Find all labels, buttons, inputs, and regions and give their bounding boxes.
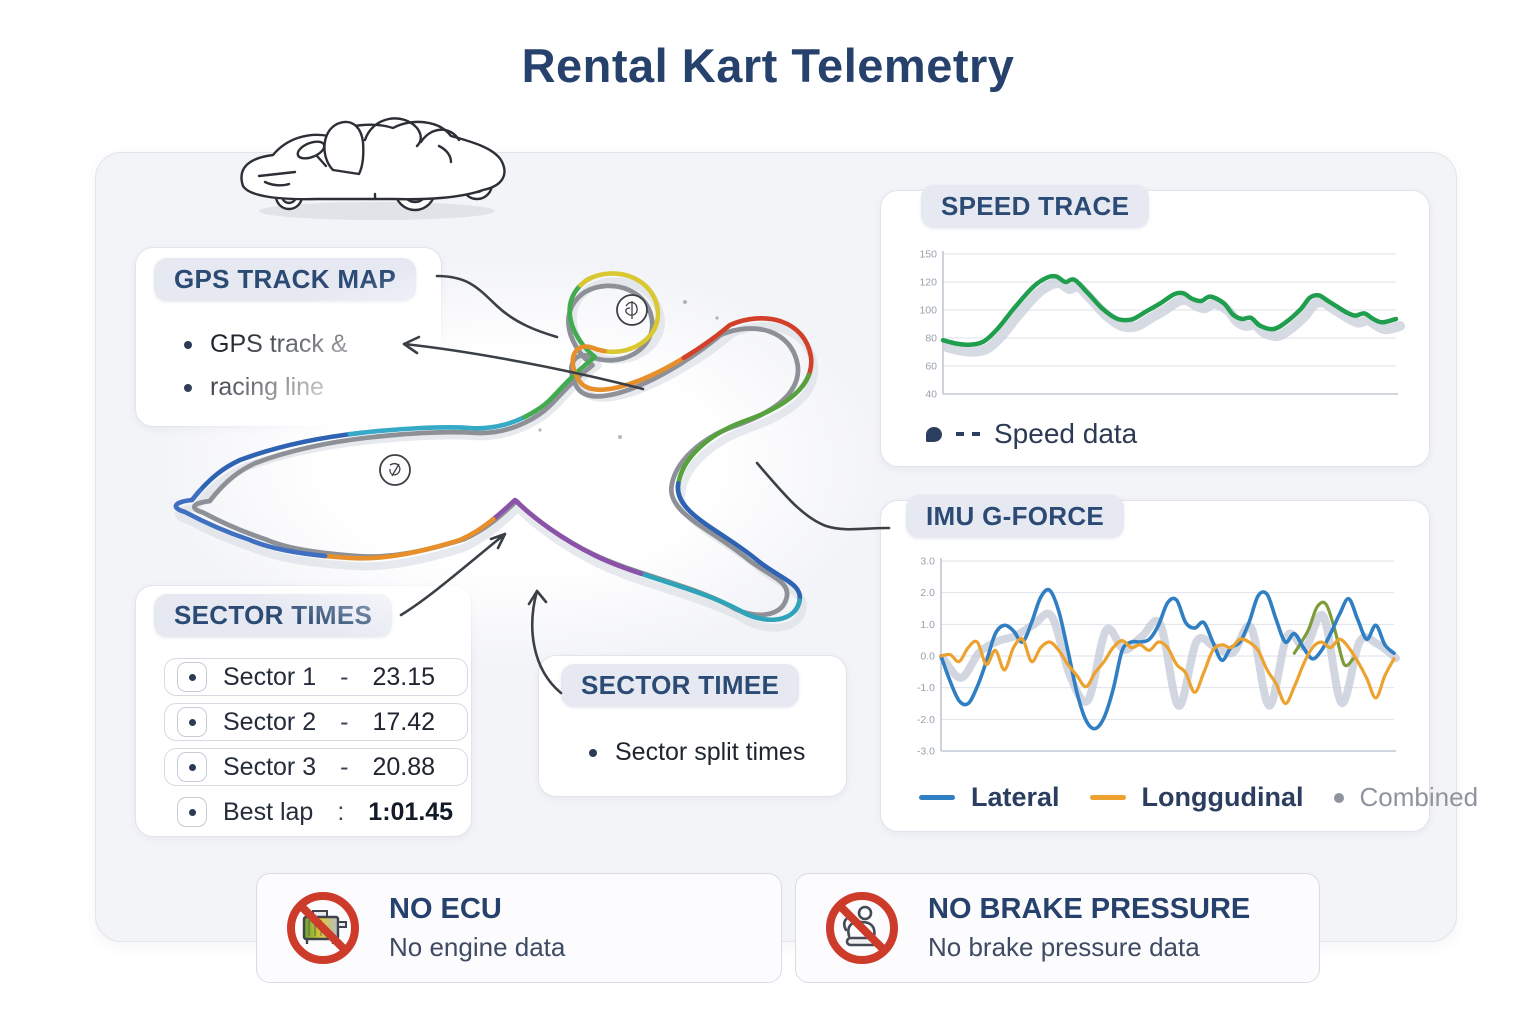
svg-text:-2.0: -2.0 bbox=[917, 714, 935, 726]
imu-gforce-heading: IMU G-FORCE bbox=[906, 495, 1125, 538]
table-row: Sector 1 - 23.15 bbox=[164, 658, 468, 696]
table-row: Sector 3 - 20.88 bbox=[164, 748, 468, 786]
sector-label: Sector 2 bbox=[223, 707, 317, 736]
svg-text:2.0: 2.0 bbox=[920, 587, 935, 599]
dashed-line-icon bbox=[956, 432, 980, 436]
svg-text:-1.0: -1.0 bbox=[917, 682, 935, 694]
badge-title: NO BRAKE PRESSURE bbox=[928, 893, 1251, 925]
sector-times-panel: SECTOR TIMES Sector 1 - 23.15 Sector 2 -… bbox=[135, 585, 472, 837]
combined-dot-icon bbox=[1333, 792, 1344, 803]
svg-text:120: 120 bbox=[919, 277, 937, 289]
table-row: Sector 2 - 17.42 bbox=[164, 703, 468, 741]
table-row: Best lap : 1:01.45 bbox=[164, 793, 468, 831]
no-entry-icon bbox=[826, 892, 898, 964]
speed-legend: Speed data bbox=[926, 418, 1137, 450]
sector-value: 1:01.45 bbox=[368, 797, 454, 826]
no-ecu-icon bbox=[287, 892, 359, 964]
sector-value: 23.15 bbox=[372, 662, 435, 691]
svg-text:3.0: 3.0 bbox=[920, 556, 935, 568]
splits-bullet-label: Sector split times bbox=[615, 738, 806, 766]
bullet-box-icon bbox=[177, 662, 207, 692]
sector-splits-heading: SECTOR TIMEE bbox=[561, 664, 800, 707]
imu-chart: 3.0 2.0 1.0 0.0 -1.0 -2.0 -3.0 bbox=[917, 556, 1400, 758]
page-title: Rental Kart Telemetry bbox=[521, 39, 1015, 92]
gps-bullet-list: GPS track & racing line bbox=[184, 330, 348, 402]
lateral-legend-label: Lateral bbox=[971, 782, 1060, 812]
longitudinal-legend-label: Longgudinal bbox=[1141, 782, 1304, 812]
list-item: GPS track & bbox=[184, 330, 348, 359]
separator: : bbox=[337, 797, 345, 826]
bullet-box-icon bbox=[177, 707, 207, 737]
list-item: racing line bbox=[184, 373, 348, 402]
badge-subtitle: No brake pressure data bbox=[928, 932, 1200, 962]
sector-splits-panel: SECTOR TIMEE Sector split times bbox=[538, 655, 847, 797]
sector-value: 17.42 bbox=[372, 707, 435, 736]
combined-legend-label: Combined bbox=[1359, 782, 1479, 812]
lateral-line-swatch-icon bbox=[919, 795, 955, 800]
kart-sketch bbox=[240, 117, 506, 220]
speed-legend-label: Speed data bbox=[994, 418, 1138, 449]
no-entry-icon bbox=[287, 892, 359, 964]
bullet-dot-icon bbox=[184, 340, 192, 349]
svg-text:-3.0: -3.0 bbox=[917, 746, 935, 758]
separator: - bbox=[340, 707, 349, 736]
gps-track-map-panel: GPS TRACK MAP GPS track & racing line bbox=[135, 247, 442, 427]
badge-title: NO ECU bbox=[389, 893, 502, 925]
sector-value: 20.88 bbox=[372, 752, 435, 781]
svg-text:1.0: 1.0 bbox=[920, 619, 935, 631]
svg-text:80: 80 bbox=[925, 333, 937, 345]
separator: - bbox=[340, 662, 349, 691]
svg-text:150: 150 bbox=[919, 249, 937, 261]
no-brake-pressure-badge: NO BRAKE PRESSURE No brake pressure data bbox=[795, 873, 1320, 983]
speed-trace-panel: SPEED TRACE 150 120 100 80 60 40 Speed data bbox=[880, 185, 1430, 467]
speed-trace-heading: SPEED TRACE bbox=[921, 185, 1150, 228]
svg-text:0.0: 0.0 bbox=[920, 651, 935, 663]
gps-track-map-heading: GPS TRACK MAP bbox=[154, 258, 417, 301]
speed-chart: 150 120 100 80 60 40 bbox=[919, 249, 1405, 401]
sector-times-heading: SECTOR TIMES bbox=[154, 594, 393, 637]
sector-label: Sector 1 bbox=[223, 662, 317, 691]
longitudinal-line-swatch-icon bbox=[1089, 795, 1126, 800]
bullet-box-icon bbox=[177, 797, 207, 827]
imu-legend: Lateral Longgudinal Combined bbox=[919, 782, 1478, 813]
no-ecu-badge: NO ECU No engine data bbox=[256, 873, 782, 983]
list-item: Sector split times bbox=[589, 738, 805, 767]
separator: - bbox=[340, 752, 349, 781]
sector-times-list: Sector 1 - 23.15 Sector 2 - 17.42 Sector… bbox=[164, 658, 468, 838]
gps-bullet-label: GPS track & bbox=[210, 330, 348, 358]
gps-bullet-label: racing line bbox=[210, 373, 324, 401]
imu-gforce-panel: IMU G-FORCE 3.0 2.0 1.0 0.0 -1.0 -2.0 -3.0 Lat… bbox=[880, 495, 1478, 832]
speed-legend-dot-icon bbox=[926, 426, 942, 442]
sector-label: Sector 3 bbox=[223, 752, 317, 781]
svg-text:60: 60 bbox=[925, 361, 937, 373]
bullet-dot-icon bbox=[184, 383, 192, 392]
svg-text:40: 40 bbox=[925, 389, 937, 401]
bullet-box-icon bbox=[177, 752, 207, 782]
sector-label: Best lap bbox=[223, 797, 314, 826]
badge-subtitle: No engine data bbox=[389, 932, 566, 962]
svg-text:100: 100 bbox=[919, 305, 937, 317]
no-brake-pressure-icon bbox=[826, 892, 898, 964]
bullet-dot-icon bbox=[589, 748, 597, 757]
